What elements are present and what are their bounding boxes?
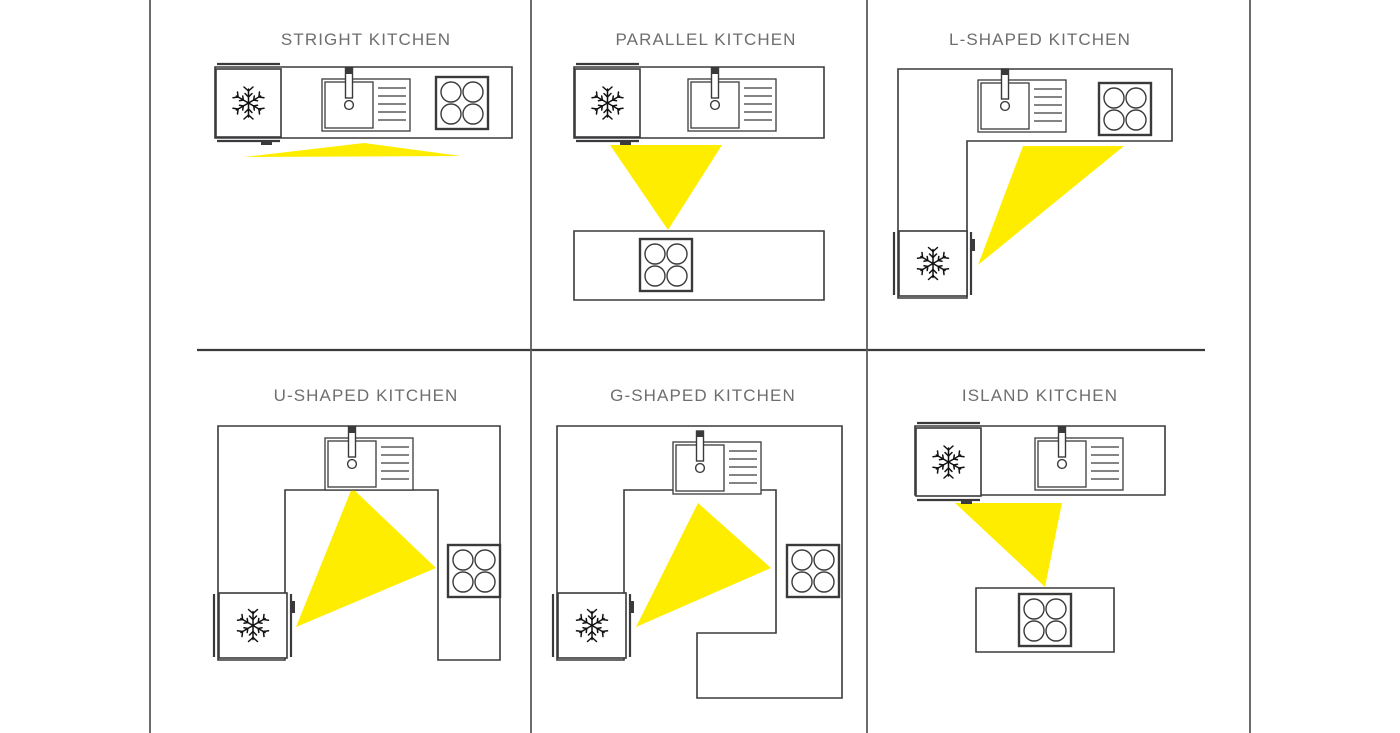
work-triangle-island (955, 503, 1062, 587)
plan-g-shaped-kitchen (553, 425, 843, 699)
hob-icon (446, 543, 502, 599)
panel-title-l-shaped: L-SHAPED KITCHEN (949, 30, 1131, 49)
fridge-icon (894, 231, 975, 296)
work-triangle-l (978, 146, 1124, 265)
page-frame-rules (149, 0, 1251, 733)
panel-title-u-shaped: U-SHAPED KITCHEN (273, 386, 459, 405)
fridge-icon (214, 593, 295, 658)
hob-icon (434, 75, 490, 131)
fridge-icon (916, 423, 981, 504)
hob-icon (785, 543, 841, 599)
panel-title-straight: STRIGHT KITCHEN (280, 30, 452, 49)
panel-title-parallel: PARALLEL KITCHEN (615, 30, 797, 49)
work-triangle-g (636, 503, 771, 627)
work-triangle-parallel (610, 145, 722, 230)
plan-island-kitchen (914, 423, 1166, 653)
plan-parallel-kitchen (573, 64, 825, 301)
fridge-icon (216, 64, 281, 145)
hob-icon (1017, 592, 1073, 648)
work-triangle-u (296, 488, 436, 627)
hob-icon (1097, 81, 1153, 137)
plan-straight-kitchen (214, 64, 513, 157)
fridge-icon (575, 64, 640, 145)
panel-title-island: ISLAND KITCHEN (961, 386, 1119, 405)
fridge-icon (553, 593, 634, 658)
work-triangle-straight (244, 143, 461, 157)
counter-u-run (217, 425, 501, 661)
panel-title-g-shaped: G-SHAPED KITCHEN (610, 386, 796, 405)
counter-run-bottom (573, 230, 825, 301)
plan-u-shaped-kitchen (214, 425, 502, 661)
plan-l-shaped-kitchen (894, 68, 1173, 299)
hob-icon (638, 237, 694, 293)
